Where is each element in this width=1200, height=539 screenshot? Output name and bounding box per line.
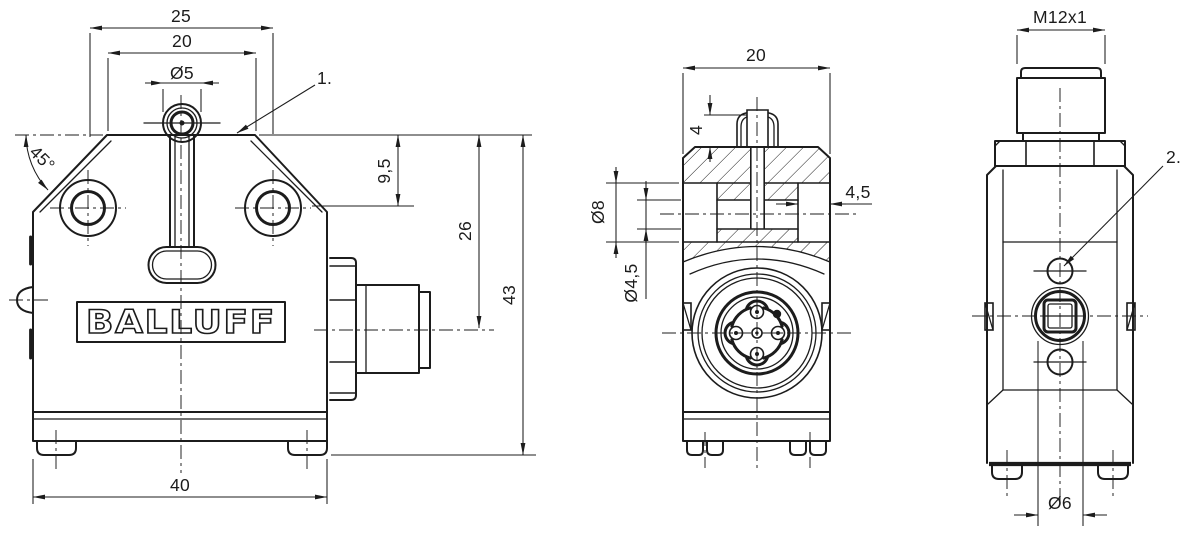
leader-2-line — [1063, 165, 1164, 267]
roller-ball — [143, 103, 221, 143]
dim-bore-depth: 4,5 — [845, 182, 870, 202]
coding-notch — [772, 309, 782, 319]
dim-top-width: 20 — [172, 31, 192, 51]
dim-hole-diameter: Ø4,5 — [621, 263, 641, 302]
side-view: M12x1 Ø6 2. — [972, 7, 1181, 526]
section-view: 20 4 Ø8 Ø4,5 4,5 — [588, 45, 872, 470]
section-body-outline — [682, 146, 831, 442]
oval-slot — [147, 246, 217, 284]
front-view: BALLUFF 25 20 — [9, 6, 536, 504]
dim-top-to-hole: 9,5 — [374, 158, 394, 183]
leader-1-label: 1. — [317, 68, 332, 88]
foot-left — [36, 440, 77, 456]
dim-roller-diameter: Ø5 — [170, 63, 194, 83]
balluff-logo: BALLUFF — [86, 303, 276, 341]
foot-right — [287, 440, 328, 456]
dim-window-diameter: Ø6 — [1048, 493, 1072, 513]
front-dimensions: 25 20 Ø5 45° 9,5 26 43 — [15, 6, 536, 504]
dim-chamfer-angle: 45° — [26, 142, 59, 175]
section-side-tabs — [682, 302, 831, 331]
leader-1-line — [236, 84, 316, 134]
plunger-stem — [169, 134, 195, 247]
front-body-outline — [32, 134, 328, 442]
dim-bore-diameter: Ø8 — [588, 200, 608, 224]
dim-total-width: 40 — [170, 475, 190, 495]
dim-plunger-travel: 4 — [686, 125, 706, 135]
dim-thread: M12x1 — [1033, 7, 1087, 27]
side-dimensions: M12x1 Ø6 2. — [1014, 7, 1181, 526]
section-plunger — [736, 109, 779, 148]
dim-hole-spacing: 25 — [171, 6, 191, 26]
dim-section-width: 20 — [746, 45, 766, 65]
dim-total-height: 43 — [499, 285, 519, 305]
section-dimensions: 20 4 Ø8 Ø4,5 4,5 — [588, 45, 872, 303]
side-tabs — [984, 302, 1136, 331]
connector-side — [329, 257, 431, 401]
leader-2-label: 2. — [1166, 147, 1181, 167]
dim-connector-axis: 26 — [455, 221, 475, 241]
section-feet — [686, 440, 827, 456]
